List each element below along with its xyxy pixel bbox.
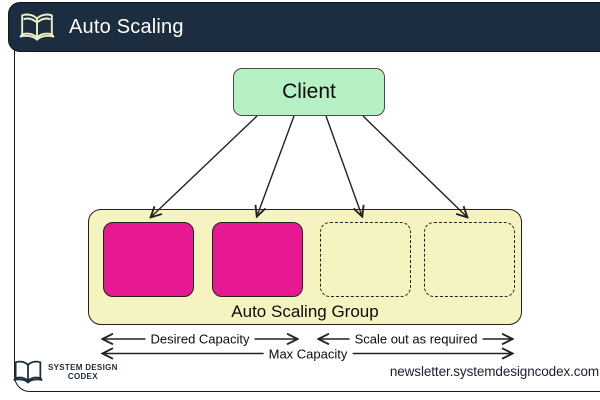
scale-out-label: Scale out as required [349,331,483,347]
open-book-icon [13,359,43,385]
instance-active-1 [103,222,194,297]
instance-potential-2 [424,222,515,297]
max-capacity-label: Max Capacity [263,346,353,362]
header-bar: Auto Scaling [8,2,600,52]
newsletter-url: newsletter.systemdesigncodex.com [389,364,599,379]
client-node: Client [233,68,385,116]
desired-capacity-label: Desired Capacity [145,331,255,347]
instance-active-2 [212,222,303,297]
auto-scaling-group: Auto Scaling Group [88,209,522,325]
page-title: Auto Scaling [69,15,184,38]
brand-name-line2: CODEX [67,372,98,381]
brand-name-line1: SYSTEM DESIGN [48,362,118,372]
open-book-icon [19,12,55,42]
brand-logo: SYSTEM DESIGN CODEX [13,359,118,385]
instance-potential-1 [320,222,411,297]
auto-scaling-group-label: Auto Scaling Group [231,302,379,321]
